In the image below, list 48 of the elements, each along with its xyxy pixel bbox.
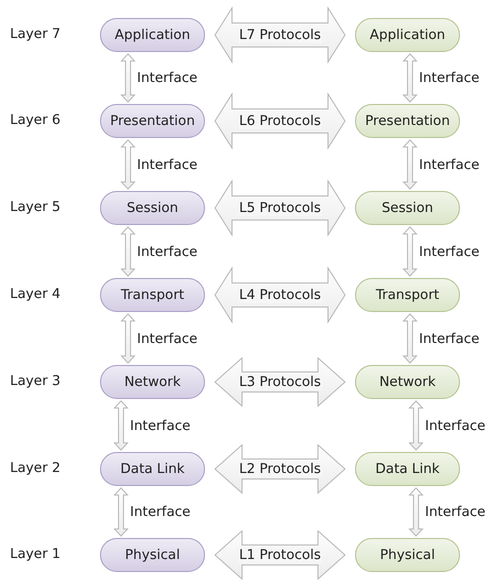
edge-label: Interface [419,244,480,260]
layer-label: Layer 3 [10,373,61,389]
interface-arrow [402,53,418,103]
interface-arrow [120,313,136,364]
interface-arrow [402,313,418,364]
layer-pill: Application [100,18,205,52]
interface-arrow [402,139,418,190]
layer-pill: Session [100,191,205,225]
layer-pill: Data Link [355,452,460,486]
edge-label: Interface [137,330,198,346]
edge-label: L3 Protocols [238,374,322,390]
interface-arrow [408,400,424,451]
edge-label: L2 Protocols [238,461,322,477]
layer-pill: Presentation [100,104,205,138]
edge-label: Interface [137,156,198,172]
layer-label: Layer 2 [10,460,61,476]
interface-arrow [408,487,424,537]
edge-label: L1 Protocols [238,547,322,563]
edge-label: L7 Protocols [238,27,322,43]
layer-label: Layer 1 [10,546,61,562]
layer-pill: Application [355,18,460,52]
interface-arrow [113,487,129,537]
layer-pill: Physical [355,538,460,572]
layer-pill: Network [100,365,205,399]
layer-pill: Network [355,365,460,399]
layer-label: Layer 6 [10,112,61,128]
edge-label: L6 Protocols [238,113,322,129]
edge-label: L5 Protocols [238,200,322,216]
layer-label: Layer 5 [10,199,61,215]
interface-arrow [120,139,136,190]
interface-arrow [120,226,136,277]
edge-label: L4 Protocols [238,287,322,303]
interface-arrow [402,226,418,277]
interface-arrow [113,400,129,451]
edge-label: Interface [419,156,480,172]
edge-label: Interface [419,330,480,346]
layer-pill: Transport [100,278,205,312]
layer-pill: Physical [100,538,205,572]
edge-label: Interface [130,418,190,434]
edge-label: Interface [137,244,198,260]
interface-arrow [120,53,136,103]
layer-pill: Data Link [100,452,205,486]
layer-pill: Session [355,191,460,225]
edge-label: Interface [425,418,486,434]
layer-pill: Presentation [355,104,460,138]
layer-label: Layer 7 [10,26,61,42]
layer-pill: Transport [355,278,460,312]
layer-label: Layer 4 [10,286,61,302]
